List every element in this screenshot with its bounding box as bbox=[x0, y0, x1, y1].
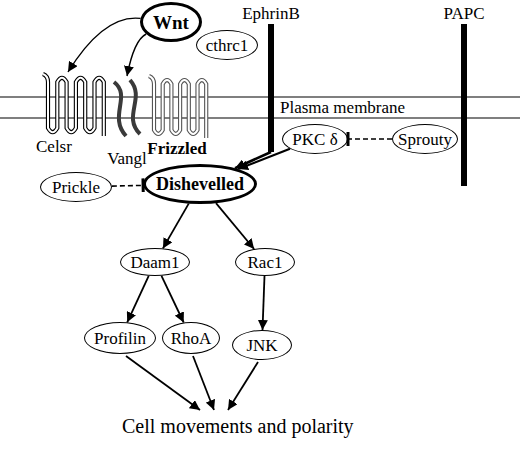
protein-ellipse: Prickle bbox=[40, 172, 112, 202]
receptor-core bbox=[43, 74, 104, 136]
vangl-strand bbox=[114, 82, 126, 136]
activation-arrow bbox=[216, 203, 254, 249]
node-text: Dishevelled bbox=[156, 175, 244, 194]
protein-ellipse: RhoA bbox=[162, 322, 220, 354]
outcome-label: Cell movements and polarity bbox=[122, 414, 354, 438]
node-text: Sprouty bbox=[398, 130, 452, 149]
protein-ellipse: Profilin bbox=[84, 322, 156, 354]
node-text: Wnt bbox=[153, 13, 189, 32]
inhibition-connector bbox=[348, 138, 392, 140]
node-text: Prickle bbox=[52, 178, 100, 197]
node-text: cthrc1 bbox=[206, 36, 248, 55]
protein-ellipse: Sprouty bbox=[392, 124, 458, 154]
protein-ellipse: JNK bbox=[232, 330, 292, 360]
node-text: Frizzled bbox=[142, 139, 212, 158]
hub-ellipse: Dishevelled bbox=[143, 164, 257, 204]
node-text: RhoA bbox=[171, 329, 212, 348]
protein-ellipse: PKC δ bbox=[282, 124, 348, 154]
node-text: Rac1 bbox=[248, 253, 283, 272]
receptor-symbol: Frizzled bbox=[142, 76, 212, 158]
activation-arrow bbox=[263, 276, 265, 330]
bar-fill bbox=[268, 24, 274, 152]
node-text: Profilin bbox=[94, 329, 146, 348]
activation-arrow bbox=[127, 276, 149, 323]
vangl-strand bbox=[130, 80, 140, 134]
node-text: EphrinB bbox=[240, 4, 302, 23]
activation-arrow bbox=[68, 18, 141, 72]
protein-ellipse: Rac1 bbox=[235, 248, 295, 276]
protein-ellipse: cthrc1 bbox=[196, 30, 258, 60]
receptor-symbol: Celsr bbox=[36, 72, 116, 156]
activation-arrow bbox=[238, 149, 290, 169]
outcome-arrow bbox=[228, 362, 258, 410]
activation-arrow bbox=[162, 276, 184, 323]
activation-arrow bbox=[235, 152, 271, 168]
membrane-label: Plasma membrane bbox=[280, 97, 405, 118]
ligand-ellipse: Wnt bbox=[140, 2, 202, 42]
receptor-outline bbox=[43, 74, 104, 136]
receptor-outline bbox=[149, 76, 206, 138]
activation-arrow bbox=[163, 204, 189, 249]
bar-fill bbox=[461, 24, 467, 186]
membrane-bar: PAPC bbox=[436, 4, 492, 186]
outcome-arrow bbox=[126, 356, 200, 410]
membrane-bar-shape bbox=[436, 4, 492, 186]
outcome-arrow bbox=[193, 356, 214, 410]
inhibition-connector bbox=[112, 185, 143, 187]
node-text: Daam1 bbox=[130, 253, 179, 272]
node-text: Vangl bbox=[100, 149, 154, 168]
receptor-core bbox=[149, 76, 206, 138]
node-text: Celsr bbox=[36, 137, 116, 156]
protein-ellipse: Daam1 bbox=[120, 248, 190, 276]
node-text: PKC δ bbox=[292, 130, 337, 149]
receptor-symbol: Vangl bbox=[100, 76, 154, 168]
node-text: PAPC bbox=[436, 4, 492, 23]
activation-arrow bbox=[127, 34, 146, 76]
node-text: JNK bbox=[246, 336, 277, 355]
